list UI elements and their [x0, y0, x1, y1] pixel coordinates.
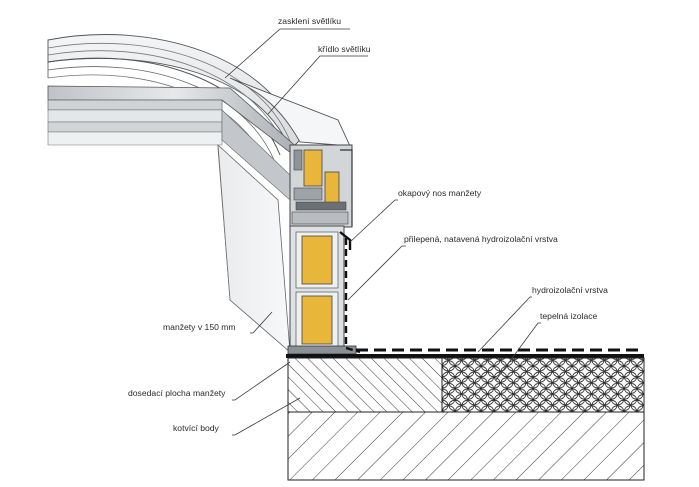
roof-substrate — [287, 357, 645, 481]
insulation-core-upper — [303, 149, 323, 187]
label-glazing: zasklení světlíku — [278, 16, 341, 26]
sleeve-body — [217, 109, 291, 353]
waterproof-membrane — [286, 231, 644, 358]
label-waterproof-layer: hydroizolační vrstva — [532, 285, 608, 295]
label-thermal-insulation: tepelná izolace — [540, 311, 598, 321]
label-sash: křídlo světlíku — [318, 44, 371, 54]
thermal-insulation-layer — [441, 357, 645, 413]
leader-lines — [224, 28, 541, 436]
skylight-sash — [47, 77, 351, 161]
labels: zasklení světlíku křídlo světlíku okapov… — [128, 16, 608, 433]
skylight-dome — [47, 34, 301, 167]
insulation-core-lower-2 — [301, 295, 333, 345]
label-drip-nose: okapový nos manžety — [398, 188, 482, 198]
label-sleeve-height: manžety v 150 mm — [163, 322, 236, 332]
insulation-core-lower-1 — [301, 235, 333, 285]
frame-profile — [287, 144, 357, 355]
concrete-base — [287, 411, 645, 481]
insulation-core-side — [324, 171, 340, 207]
label-glued-layer: přilepená, natavená hydroizolační vrstva — [404, 234, 558, 244]
label-anchor-points: kotvící body — [173, 423, 220, 433]
label-seating-surface: dosedací plocha manžety — [128, 388, 226, 398]
